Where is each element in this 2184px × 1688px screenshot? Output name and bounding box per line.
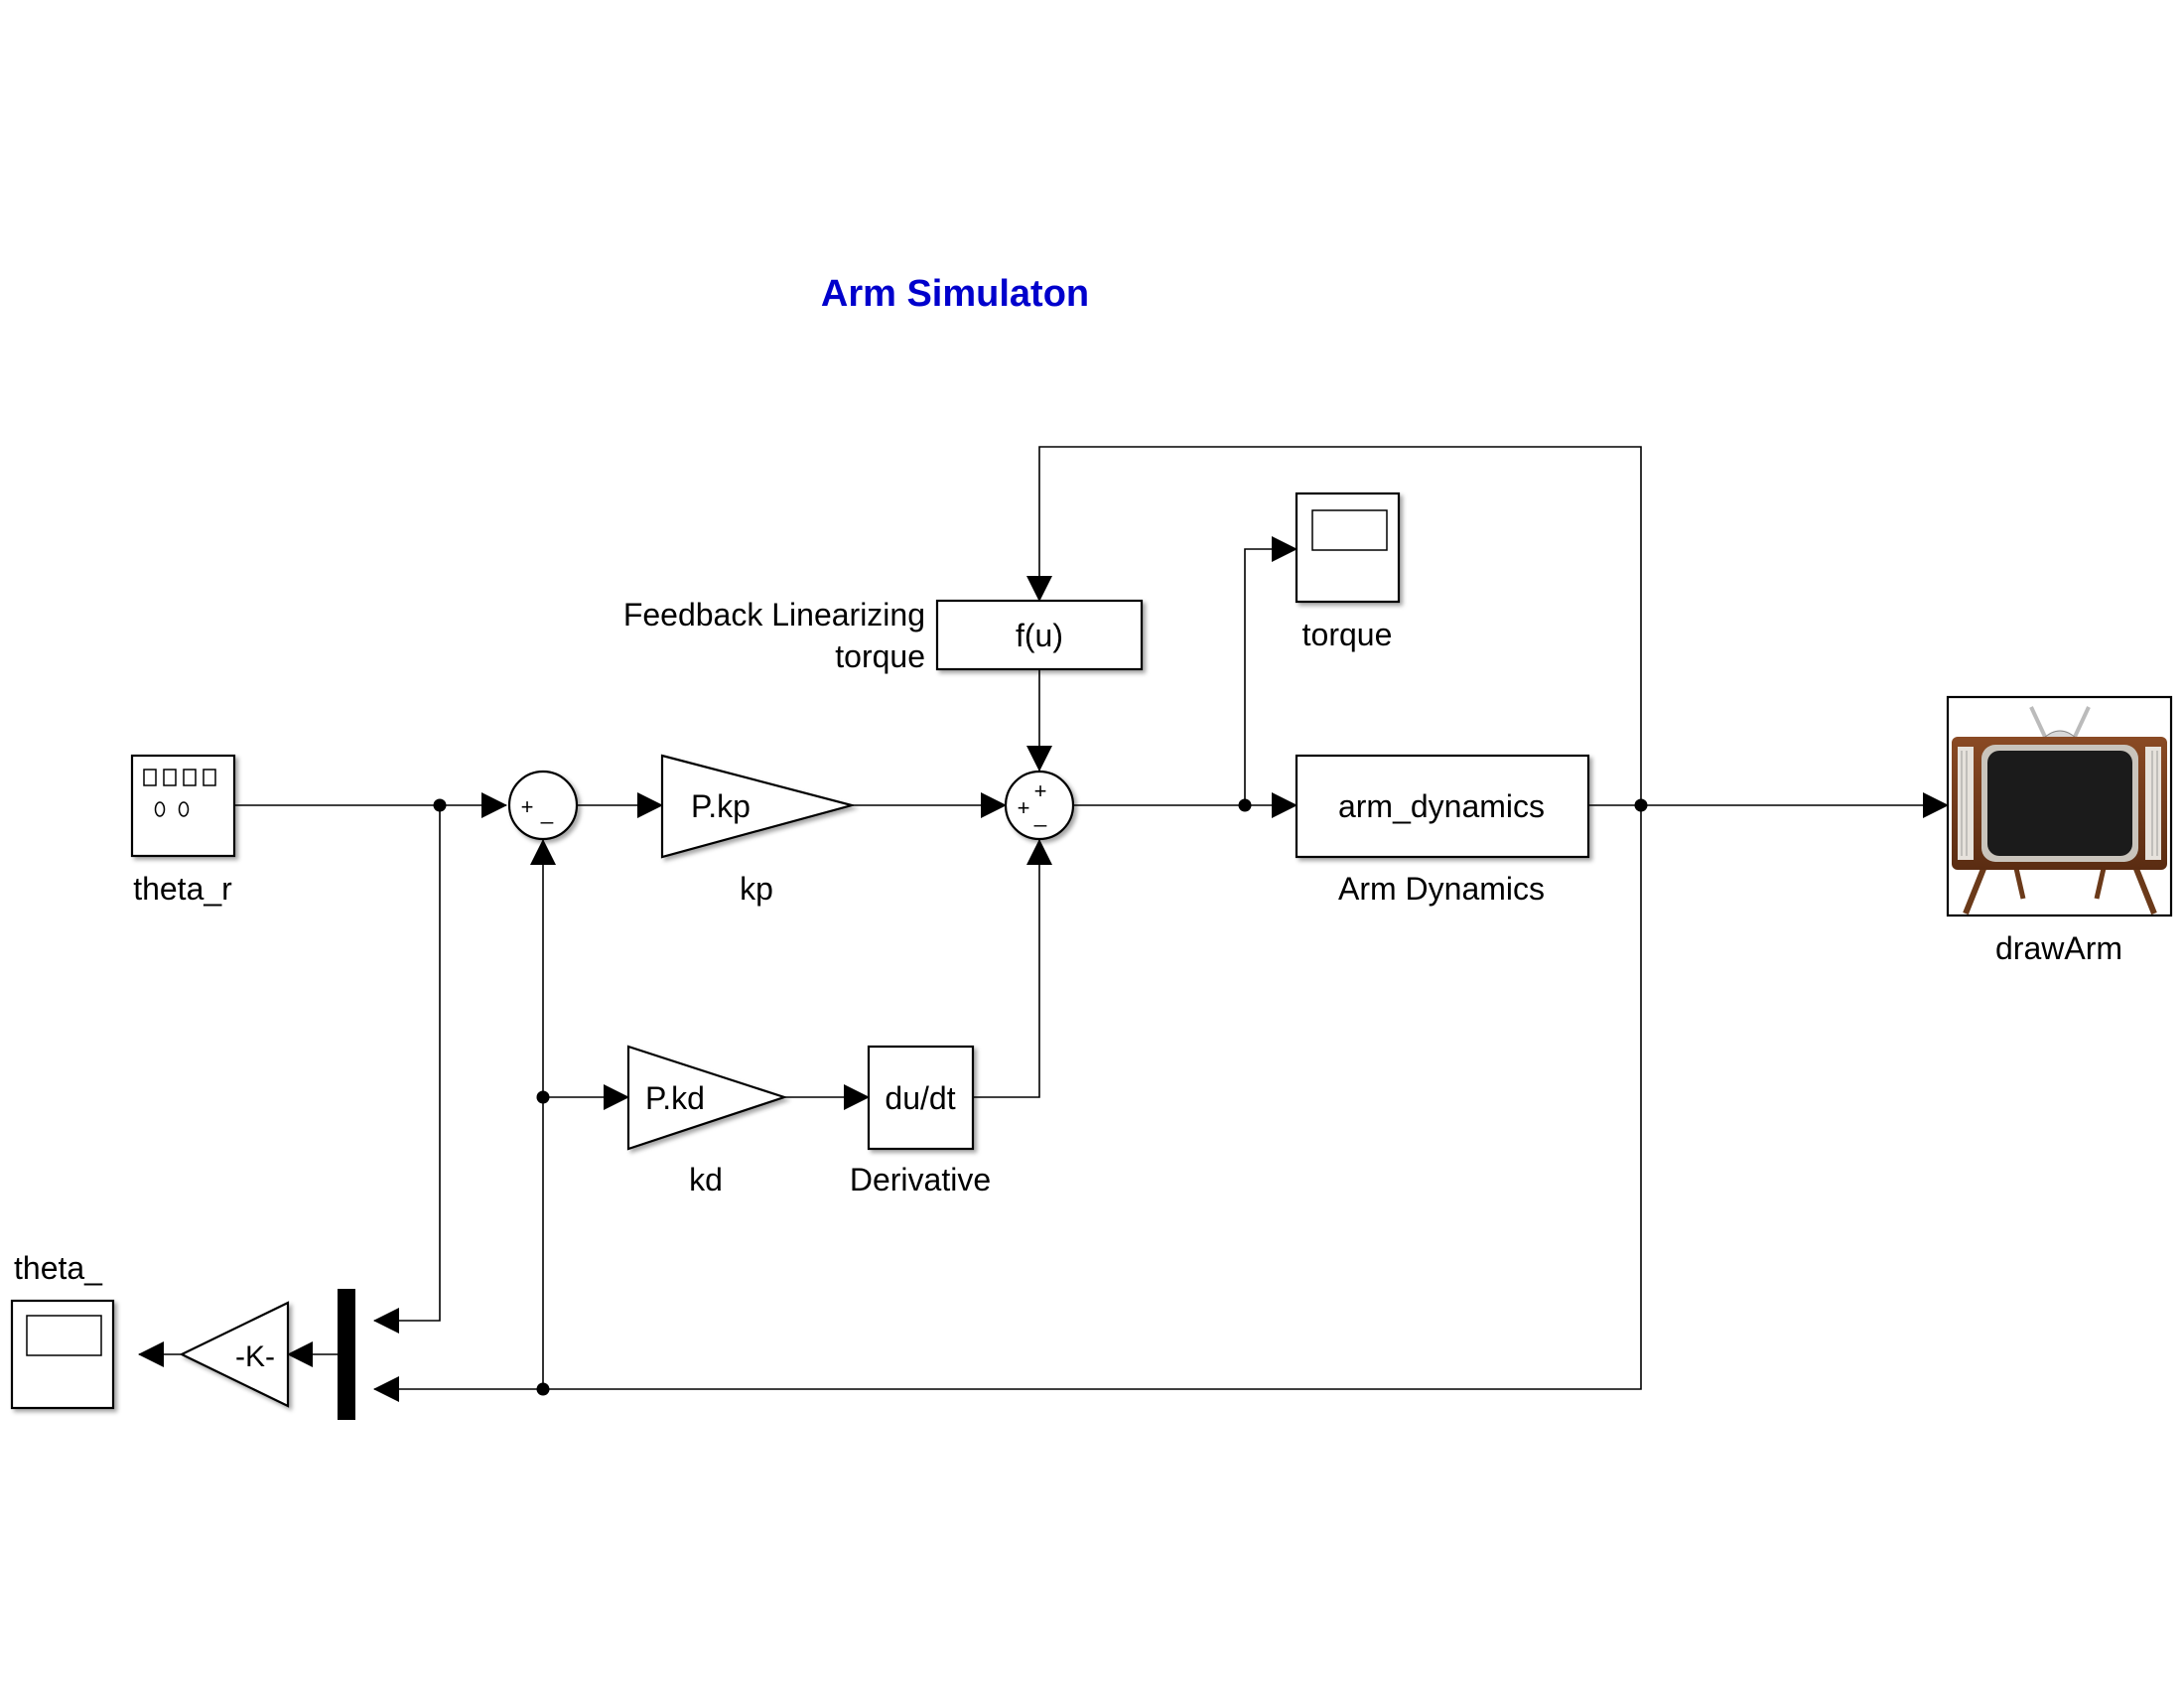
scope-icon bbox=[26, 1315, 102, 1356]
signal-builder-icon bbox=[143, 769, 216, 817]
sum1-plus-sign: + bbox=[521, 794, 534, 819]
arm-dynamics-block-text: arm_dynamics bbox=[1338, 788, 1545, 824]
diagram-title: Arm Simulaton bbox=[821, 273, 1089, 315]
television-icon bbox=[1952, 706, 2167, 915]
theta-scope-block[interactable] bbox=[10, 1299, 115, 1410]
arm-dynamics-label: Arm Dynamics bbox=[1338, 871, 1545, 907]
sum2-minus-sign: _ bbox=[1033, 802, 1047, 827]
kd-label: kd bbox=[689, 1162, 723, 1197]
theta-r-block[interactable] bbox=[130, 754, 236, 858]
sum2-left-plus-sign: + bbox=[1018, 795, 1030, 820]
mux-block[interactable] bbox=[338, 1289, 355, 1420]
draw-arm-block[interactable] bbox=[1946, 695, 2173, 917]
sum2-top-plus-sign: + bbox=[1034, 778, 1047, 803]
sum1-minus-sign: _ bbox=[540, 799, 554, 824]
torque-scope-label: torque bbox=[1302, 617, 1393, 652]
fcn-label-line1: Feedback Linearizing bbox=[623, 597, 925, 633]
kd-gain-value: P.kd bbox=[645, 1080, 705, 1116]
sum-block-torque[interactable] bbox=[1004, 770, 1075, 841]
fcn-block-text: f(u) bbox=[1016, 618, 1063, 653]
draw-arm-label: drawArm bbox=[1995, 930, 2122, 966]
kd-gain-block[interactable] bbox=[626, 1045, 788, 1151]
signal-lines bbox=[138, 446, 1949, 1402]
sum-block-error[interactable] bbox=[507, 770, 579, 841]
k-gain-block[interactable] bbox=[179, 1301, 290, 1408]
kp-gain-block[interactable] bbox=[660, 754, 857, 859]
feedback-linearizing-fcn-block[interactable] bbox=[935, 599, 1144, 671]
arm-dynamics-block[interactable] bbox=[1295, 754, 1590, 859]
theta-r-label: theta_r bbox=[133, 871, 232, 907]
derivative-block-text: du/dt bbox=[885, 1080, 955, 1116]
torque-scope-block[interactable] bbox=[1295, 492, 1401, 604]
scope-icon bbox=[1311, 509, 1388, 551]
theta-scope-label: theta_ bbox=[14, 1250, 103, 1286]
derivative-label: Derivative bbox=[850, 1162, 991, 1197]
k-gain-text: -K- bbox=[235, 1340, 275, 1373]
fcn-label-line2: torque bbox=[835, 638, 925, 674]
kp-label: kp bbox=[740, 871, 773, 907]
derivative-block[interactable] bbox=[867, 1045, 975, 1151]
kp-gain-value: P.kp bbox=[691, 788, 751, 824]
